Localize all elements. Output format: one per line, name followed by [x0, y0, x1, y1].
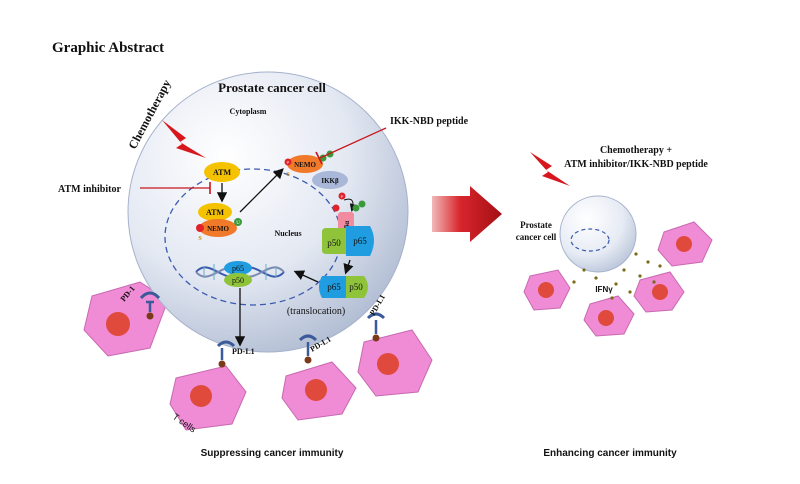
phospho-mark — [284, 158, 292, 166]
ikkb-protein — [312, 171, 348, 189]
nucleus-atm-label: ATM — [206, 208, 225, 217]
nucleus-nemo-label: NEMO — [207, 225, 229, 233]
lightning-bolt-icon — [162, 120, 206, 158]
dna-p65-protein — [224, 261, 252, 275]
nemo-protein — [287, 155, 323, 173]
nemo-export-arrow — [239, 168, 284, 213]
nucleus-nemo-protein — [199, 219, 237, 237]
p65-free-protein — [319, 276, 346, 298]
p50-label: p50 — [327, 238, 341, 248]
atm-label: ATM — [213, 168, 232, 177]
p50-free-label: p50 — [349, 282, 363, 292]
ifng-label: IFNγ — [595, 285, 613, 294]
t-cell-nucleus — [106, 312, 130, 336]
ikk-nbd-label: IKK-NBD peptide — [390, 116, 469, 127]
t-cell — [281, 361, 357, 421]
translocation-label: (translocation) — [287, 306, 345, 317]
dna-p50-label: p50 — [232, 276, 244, 285]
big-right-arrow-icon — [432, 186, 502, 242]
t-cell — [169, 365, 247, 431]
small-nucleus-boundary — [570, 228, 610, 252]
pdl1-receptor — [298, 334, 318, 364]
cytoplasm-label: Cytoplasm — [230, 107, 267, 116]
t-cell — [83, 281, 169, 357]
atm-inhibitor-label: ATM inhibitor — [58, 184, 121, 195]
small-prostate-cancer-cell — [559, 195, 637, 273]
sumo-mark: S — [198, 236, 202, 242]
treatment-line2: ATM inhibitor/IKK-NBD peptide — [564, 159, 708, 170]
p50-free-protein — [346, 276, 368, 298]
ubiquitin-mark — [352, 204, 360, 212]
right-cell-label-line2: cancer cell — [516, 232, 557, 242]
t-cell — [357, 329, 433, 397]
t-cell-nucleus — [190, 385, 212, 407]
page-title: Graphic Abstract — [52, 40, 164, 56]
phospho-letter: P — [287, 160, 290, 165]
right-caption: Enhancing cancer immunity — [543, 448, 677, 459]
t-cell-nucleus — [377, 353, 399, 375]
ubiquitin-mark — [358, 200, 366, 208]
p65-label: p65 — [353, 236, 367, 246]
atm-protein — [204, 162, 240, 182]
phospho-mark — [196, 224, 204, 232]
treatment-line1: Chemotherapy + — [600, 145, 672, 156]
t-cell-nucleus — [305, 379, 327, 401]
t-cell — [657, 221, 713, 267]
ifng-dots — [572, 252, 662, 300]
phospho-mark — [338, 192, 346, 200]
release-arrow — [343, 259, 354, 275]
translocation-arrow — [293, 270, 319, 283]
phospho-letter: P — [341, 194, 344, 199]
dna-p65-label: p65 — [232, 264, 244, 273]
t-cell — [523, 269, 571, 311]
pd1-receptor — [139, 291, 161, 320]
pdl1-receptor — [216, 340, 236, 368]
p50-protein — [322, 228, 346, 254]
pdl1-label: PD-L1 — [232, 347, 255, 356]
nucleus-label: Nucleus — [274, 229, 301, 238]
t-cell — [633, 271, 685, 313]
p65-protein — [346, 226, 374, 256]
dna-p50-protein — [224, 273, 252, 287]
ikk-nbd-line — [319, 127, 387, 159]
ubiquitin-letter: U — [236, 221, 240, 226]
right-cell-label-line1: Prostate — [520, 220, 552, 230]
p65-free-label: p65 — [327, 282, 341, 292]
left-caption: Suppressing cancer immunity — [201, 448, 344, 459]
phospho-mark — [332, 204, 340, 212]
phosphorylation-arrow — [343, 198, 358, 212]
ikk-nbd-bar — [315, 151, 323, 165]
cell-label: Prostate cancer cell — [218, 80, 326, 95]
prostate-cancer-cell — [127, 71, 409, 353]
nemo-label: NEMO — [294, 161, 316, 169]
lightning-bolt-icon — [530, 152, 570, 186]
ikkb-label: IKKβ — [321, 177, 339, 185]
nucleus-atm-protein — [198, 203, 232, 221]
sumo-mark: S — [286, 172, 290, 178]
t-cell — [583, 295, 635, 337]
ubiquitin-mark — [234, 218, 242, 226]
pdl1-receptor — [366, 312, 386, 342]
